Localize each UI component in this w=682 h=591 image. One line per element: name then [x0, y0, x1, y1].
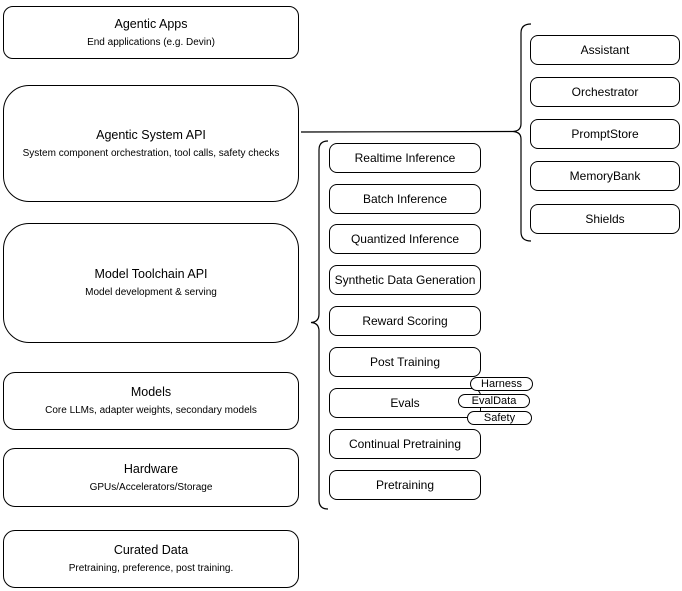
- layer-box-model-toolchain-api: Model Toolchain API Model development & …: [3, 223, 299, 343]
- layer-title: Curated Data: [113, 543, 189, 557]
- toolchain-box-synthetic-data-generation: Synthetic Data Generation: [329, 265, 481, 295]
- system-component-box-memorybank: MemoryBank: [530, 161, 680, 191]
- layer-box-agentic-system-api: Agentic System API System component orch…: [3, 85, 299, 202]
- layer-box-models: Models Core LLMs, adapter weights, secon…: [3, 372, 299, 430]
- toolchain-box-pretraining: Pretraining: [329, 470, 481, 500]
- eval-tag-safety: Safety: [467, 411, 532, 425]
- eval-tag-evaldata: EvalData: [458, 394, 530, 408]
- layer-title: Models: [130, 385, 172, 399]
- toolchain-box-reward-scoring: Reward Scoring: [329, 306, 481, 336]
- layer-box-hardware: Hardware GPUs/Accelerators/Storage: [3, 448, 299, 507]
- system-api-connector-line: [300, 130, 514, 133]
- layer-title: Agentic System API: [96, 127, 206, 142]
- layer-subtitle: End applications (e.g. Devin): [87, 36, 215, 48]
- toolchain-box-batch-inference: Batch Inference: [329, 184, 481, 214]
- toolchain-box-quantized-inference: Quantized Inference: [329, 224, 481, 254]
- layer-title: Agentic Apps: [114, 16, 188, 31]
- toolchain-box-post-training: Post Training: [329, 347, 481, 377]
- toolchain-box-evals: Evals: [329, 388, 481, 418]
- layer-subtitle: Pretraining, preference, post training.: [68, 563, 234, 574]
- toolchain-brace: [310, 140, 329, 510]
- layer-box-curated-data: Curated Data Pretraining, preference, po…: [3, 530, 299, 588]
- layer-title: Model Toolchain API: [94, 267, 208, 281]
- system-brace: [512, 23, 532, 242]
- layer-title: Hardware: [123, 461, 179, 476]
- system-component-box-shields: Shields: [530, 204, 680, 234]
- layer-subtitle: Core LLMs, adapter weights, secondary mo…: [45, 405, 257, 416]
- layer-subtitle: GPUs/Accelerators/Storage: [89, 481, 213, 493]
- system-component-box-promptstore: PromptStore: [530, 119, 680, 149]
- eval-tag-harness: Harness: [470, 377, 533, 391]
- system-component-box-orchestrator: Orchestrator: [530, 77, 680, 107]
- layer-box-agentic-apps: Agentic Apps End applications (e.g. Devi…: [3, 6, 299, 59]
- layer-subtitle: System component orchestration, tool cal…: [22, 147, 280, 159]
- layer-subtitle: Model development & serving: [85, 287, 217, 298]
- system-component-box-assistant: Assistant: [530, 35, 680, 65]
- toolchain-box-realtime-inference: Realtime Inference: [329, 143, 481, 173]
- toolchain-box-continual-pretraining: Continual Pretraining: [329, 429, 481, 459]
